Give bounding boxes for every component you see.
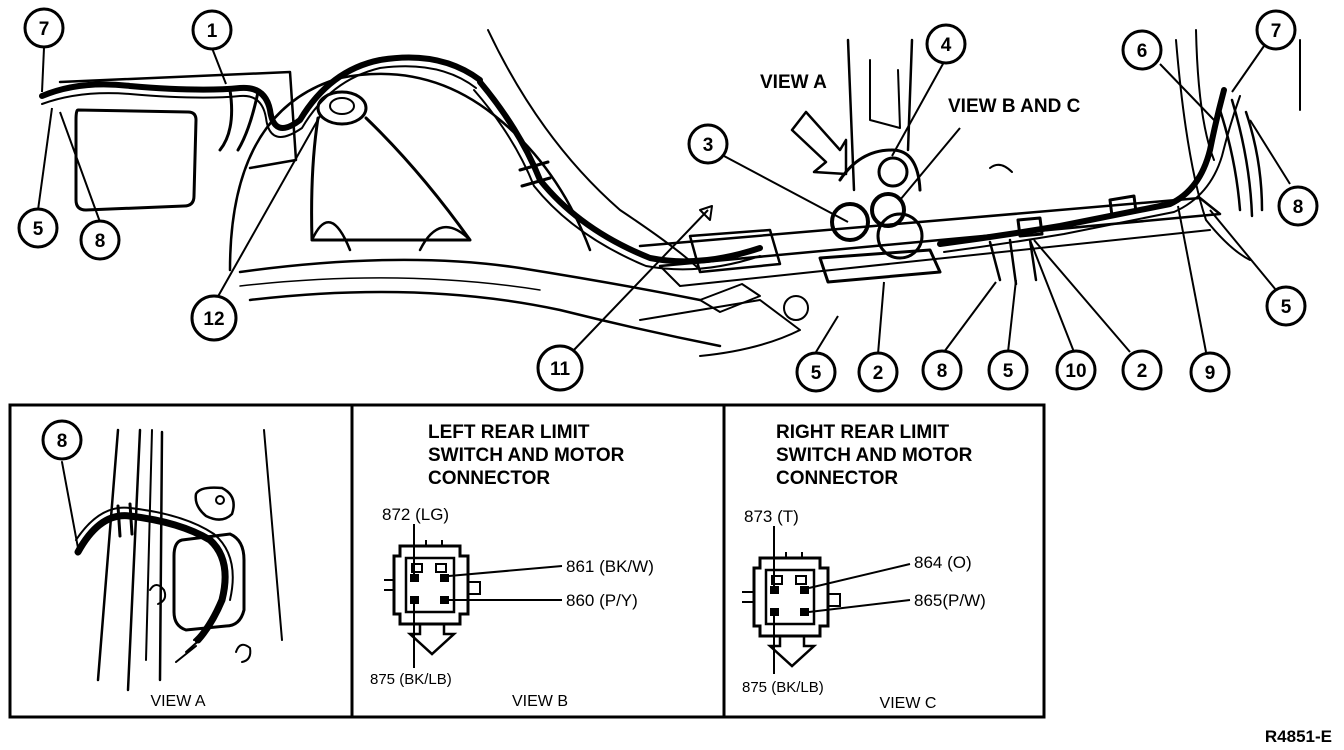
svg-text:9: 9 bbox=[1205, 363, 1216, 384]
svg-text:11: 11 bbox=[550, 359, 571, 380]
view-c-title-line-3: CONNECTOR bbox=[776, 468, 898, 489]
view-c-title-line-1: RIGHT REAR LIMIT bbox=[776, 422, 949, 443]
view-b-and-c-label: VIEW B AND C bbox=[948, 96, 1081, 117]
svg-text:8: 8 bbox=[937, 361, 948, 382]
svg-text:5: 5 bbox=[1281, 297, 1292, 318]
pin-label-865: 865(P/W) bbox=[914, 591, 986, 610]
svg-text:10: 10 bbox=[1065, 361, 1086, 382]
svg-text:8: 8 bbox=[1293, 197, 1304, 218]
callout-6: 6 bbox=[1121, 29, 1163, 71]
pin-label-860: 860 (P/Y) bbox=[566, 591, 638, 610]
callout-9: 9 bbox=[1189, 351, 1231, 393]
callout-11: 11 bbox=[536, 344, 584, 392]
view-b-pin-leaders bbox=[413, 524, 563, 668]
view-b-title-line-3: CONNECTOR bbox=[428, 468, 550, 489]
view-c-pin-leaders bbox=[773, 526, 911, 674]
callout-3: 3 bbox=[687, 123, 729, 165]
view-c-title-line-2: SWITCH AND MOTOR bbox=[776, 445, 973, 466]
svg-text:8: 8 bbox=[95, 231, 106, 252]
top-vehicle-drawing bbox=[39, 29, 1301, 357]
view-a-label: VIEW A bbox=[760, 72, 827, 93]
view-b-panel: LEFT REAR LIMIT SWITCH AND MOTOR CONNECT… bbox=[370, 422, 654, 710]
view-a-callout-8: 8 bbox=[41, 419, 83, 461]
svg-text:5: 5 bbox=[1003, 361, 1014, 382]
svg-text:7: 7 bbox=[1271, 21, 1282, 42]
leader-lines bbox=[37, 45, 1291, 355]
figure-code: R4851-E bbox=[1265, 727, 1332, 746]
view-a-panel: 8 VIEW A bbox=[41, 419, 283, 710]
svg-text:3: 3 bbox=[703, 135, 714, 156]
callout-5-right: 5 bbox=[1265, 285, 1307, 327]
right-connector-pins bbox=[770, 586, 809, 616]
svg-text:7: 7 bbox=[39, 19, 50, 40]
callout-10: 10 bbox=[1055, 349, 1097, 391]
callout-2-right: 2 bbox=[1121, 349, 1163, 391]
callout-8-center: 8 bbox=[921, 349, 963, 391]
pin-label-864: 864 (O) bbox=[914, 553, 972, 572]
pin-label-875-left: 875 (BK/LB) bbox=[370, 671, 452, 688]
callouts: 7 1 5 8 12 11 3 4 5 2 8 5 10 2 9 6 7 8 5 bbox=[17, 7, 1319, 393]
callout-1: 1 bbox=[191, 9, 233, 51]
callout-4: 4 bbox=[925, 23, 967, 65]
callout-2-center: 2 bbox=[857, 351, 899, 393]
callout-8-right: 8 bbox=[1277, 185, 1319, 227]
pin-label-873: 873 (T) bbox=[744, 507, 799, 526]
bottom-panels-frame bbox=[8, 403, 1046, 719]
svg-text:1: 1 bbox=[207, 21, 218, 42]
callout-5-right-center: 5 bbox=[987, 349, 1029, 391]
left-connector-drawing bbox=[384, 540, 481, 656]
svg-text:2: 2 bbox=[1137, 361, 1148, 382]
svg-text:5: 5 bbox=[33, 219, 44, 240]
view-b-caption: VIEW B bbox=[512, 693, 568, 710]
pin-label-861: 861 (BK/W) bbox=[566, 557, 654, 576]
svg-text:12: 12 bbox=[203, 309, 224, 330]
view-b-title-line-1: LEFT REAR LIMIT bbox=[428, 422, 590, 443]
svg-text:2: 2 bbox=[873, 363, 884, 384]
view-a-caption: VIEW A bbox=[150, 693, 205, 710]
svg-text:6: 6 bbox=[1137, 41, 1148, 62]
callout-12: 12 bbox=[190, 294, 238, 342]
view-b-title-line-2: SWITCH AND MOTOR bbox=[428, 445, 625, 466]
left-connector-pins bbox=[410, 574, 449, 604]
callout-8-left: 8 bbox=[79, 219, 121, 261]
callout-5-center: 5 bbox=[795, 351, 837, 393]
pin-label-872: 872 (LG) bbox=[382, 505, 449, 524]
svg-text:8: 8 bbox=[57, 431, 68, 452]
view-c-panel: RIGHT REAR LIMIT SWITCH AND MOTOR CONNEC… bbox=[742, 422, 986, 712]
callout-7-right: 7 bbox=[1255, 9, 1297, 51]
svg-text:4: 4 bbox=[941, 35, 952, 56]
callout-7-left: 7 bbox=[23, 7, 65, 49]
pin-label-875-right: 875 (BK/LB) bbox=[742, 679, 824, 696]
right-connector-drawing bbox=[742, 552, 841, 668]
view-c-caption: VIEW C bbox=[880, 695, 937, 712]
svg-text:5: 5 bbox=[811, 363, 822, 384]
callout-5-left: 5 bbox=[17, 207, 59, 249]
